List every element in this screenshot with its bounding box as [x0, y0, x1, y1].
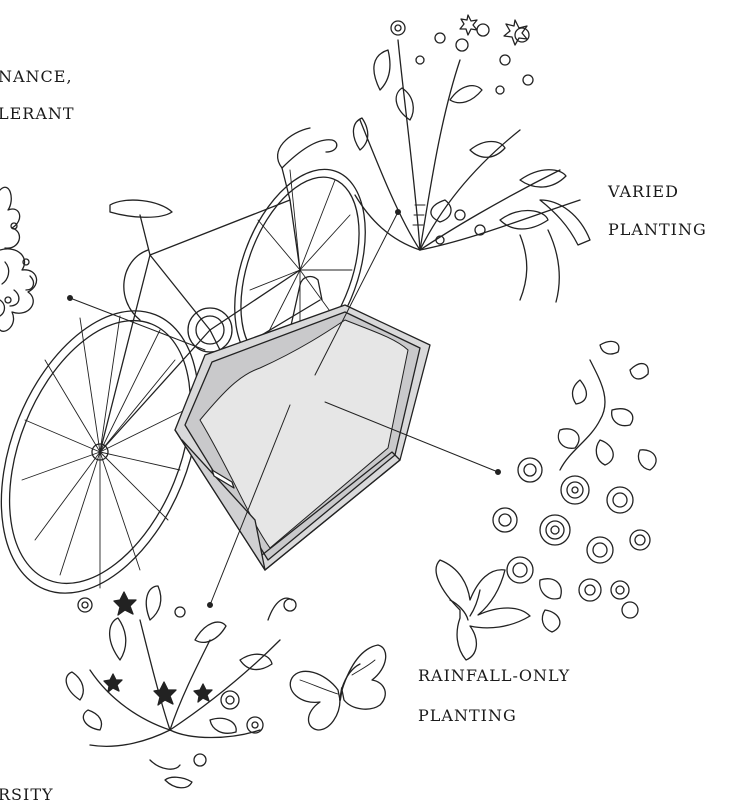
- varied-planting-label-line2: PLANTING: [608, 219, 707, 241]
- planter-box: [175, 305, 430, 570]
- rainfall-only-label-line2: PLANTING: [418, 705, 517, 727]
- biodiversity-label: RSITY: [0, 784, 54, 806]
- wildflowers-bottom: [66, 586, 296, 788]
- shrub-left: [0, 187, 37, 331]
- butterfly: [290, 645, 385, 730]
- low-maintenance-label-line2: LERANT: [0, 103, 75, 125]
- tall-flowers-top: [353, 15, 590, 302]
- succulents-right: [436, 341, 656, 660]
- rainfall-only-label-line1: RAINFALL-ONLY: [418, 665, 570, 687]
- varied-planting-label-line1: VARIED: [608, 181, 679, 203]
- low-maintenance-label-line1: NANCE,: [0, 66, 73, 88]
